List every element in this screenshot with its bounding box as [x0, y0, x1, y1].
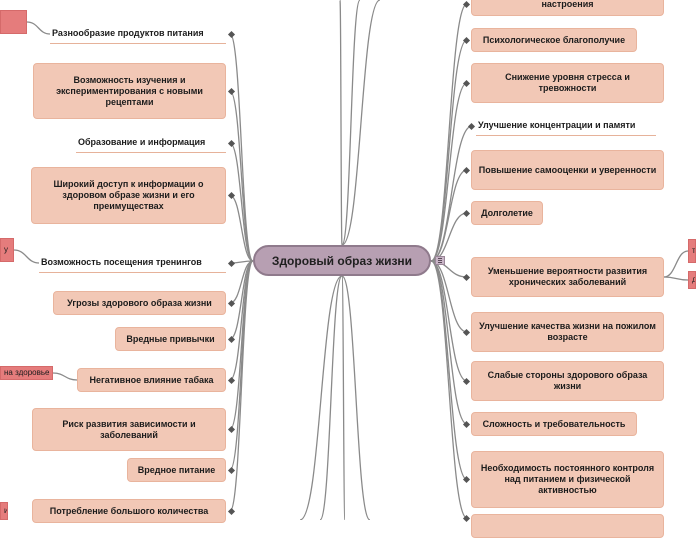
node-addiction[interactable]: Риск развития зависимости и заболеваний: [32, 408, 226, 451]
node-psych[interactable]: Психологическое благополучие: [471, 28, 637, 52]
node-longevity[interactable]: Долголетие: [471, 201, 543, 225]
node-stress-connector: [430, 82, 468, 262]
node-right-partial-connector: [430, 260, 468, 519]
node-habits[interactable]: Вредные привычки: [115, 327, 226, 351]
offscreen-connector-1: [341, 0, 361, 246]
central-topic[interactable]: Здоровый образ жизни: [253, 245, 431, 276]
node-control[interactable]: Необходимость постоянного контроля над п…: [471, 451, 664, 508]
node-stress[interactable]: Снижение уровня стресса и тревожности: [471, 63, 664, 103]
node-consumption[interactable]: Потребление большого количества: [32, 499, 226, 523]
offscreen-connector-6: [341, 275, 371, 520]
node-complexity-connector: [430, 260, 468, 425]
tag-right-2-connector: [663, 276, 689, 281]
offscreen-connector-3: [299, 275, 343, 520]
node-threats[interactable]: Угрозы здорового образа жизни: [53, 291, 226, 315]
offscreen-connector-4: [319, 275, 343, 520]
tag-right-1[interactable]: т з: [688, 239, 696, 263]
node-explore[interactable]: Возможность изучения и экспериментирован…: [33, 63, 226, 119]
node-consumption-connector: [229, 260, 254, 512]
offscreen-connector-5: [341, 275, 346, 520]
node-esteem-connector: [430, 169, 468, 262]
node-trainings[interactable]: Возможность посещения тренингов: [39, 253, 226, 273]
tag-health-connector: [52, 372, 78, 381]
node-esteem[interactable]: Повышение самооценки и уверенности: [471, 150, 664, 190]
list-icon[interactable]: [435, 256, 445, 265]
tag-top[interactable]: [0, 10, 27, 34]
node-explore-connector: [229, 90, 254, 262]
node-elderly[interactable]: Улучшение качества жизни на пожилом возр…: [471, 312, 664, 352]
node-focus[interactable]: Улучшение концентрации и памяти: [476, 116, 656, 136]
node-psych-connector: [430, 39, 468, 262]
node-badfood[interactable]: Вредное питание: [127, 458, 226, 482]
tag-mid-connector: [13, 249, 40, 264]
node-chronic[interactable]: Уменьшение вероятности развития хроничес…: [471, 257, 664, 297]
tag-right-1-connector: [663, 250, 689, 278]
tag-mid[interactable]: у: [0, 238, 14, 262]
tag-bottom[interactable]: и: [0, 502, 8, 520]
node-diversity[interactable]: Разнообразие продуктов питания: [50, 24, 226, 44]
node-tobacco[interactable]: Негативное влияние табака: [77, 368, 226, 392]
node-access[interactable]: Широкий доступ к информации о здоровом о…: [31, 167, 226, 224]
node-mood[interactable]: настроения: [471, 0, 664, 16]
tag-health[interactable]: на здоровье: [0, 366, 53, 380]
node-mood-connector: [430, 3, 468, 262]
tag-right-2[interactable]: д: [688, 271, 696, 289]
node-badfood-connector: [229, 260, 254, 471]
offscreen-connector-2: [341, 0, 381, 246]
node-addiction-connector: [229, 260, 254, 431]
tag-top-connector: [26, 21, 51, 35]
node-education[interactable]: Образование и информация: [76, 133, 226, 153]
node-complexity[interactable]: Сложность и требовательность: [471, 412, 637, 436]
node-right-partial: [471, 514, 664, 538]
node-education-connector: [229, 142, 254, 262]
node-weak[interactable]: Слабые стороны здорового образа жизни: [471, 361, 664, 401]
connector-lines: [13, 0, 689, 520]
offscreen-connector-0: [339, 0, 343, 246]
node-control-connector: [430, 260, 468, 481]
central-topic-label: Здоровый образ жизни: [271, 253, 413, 268]
